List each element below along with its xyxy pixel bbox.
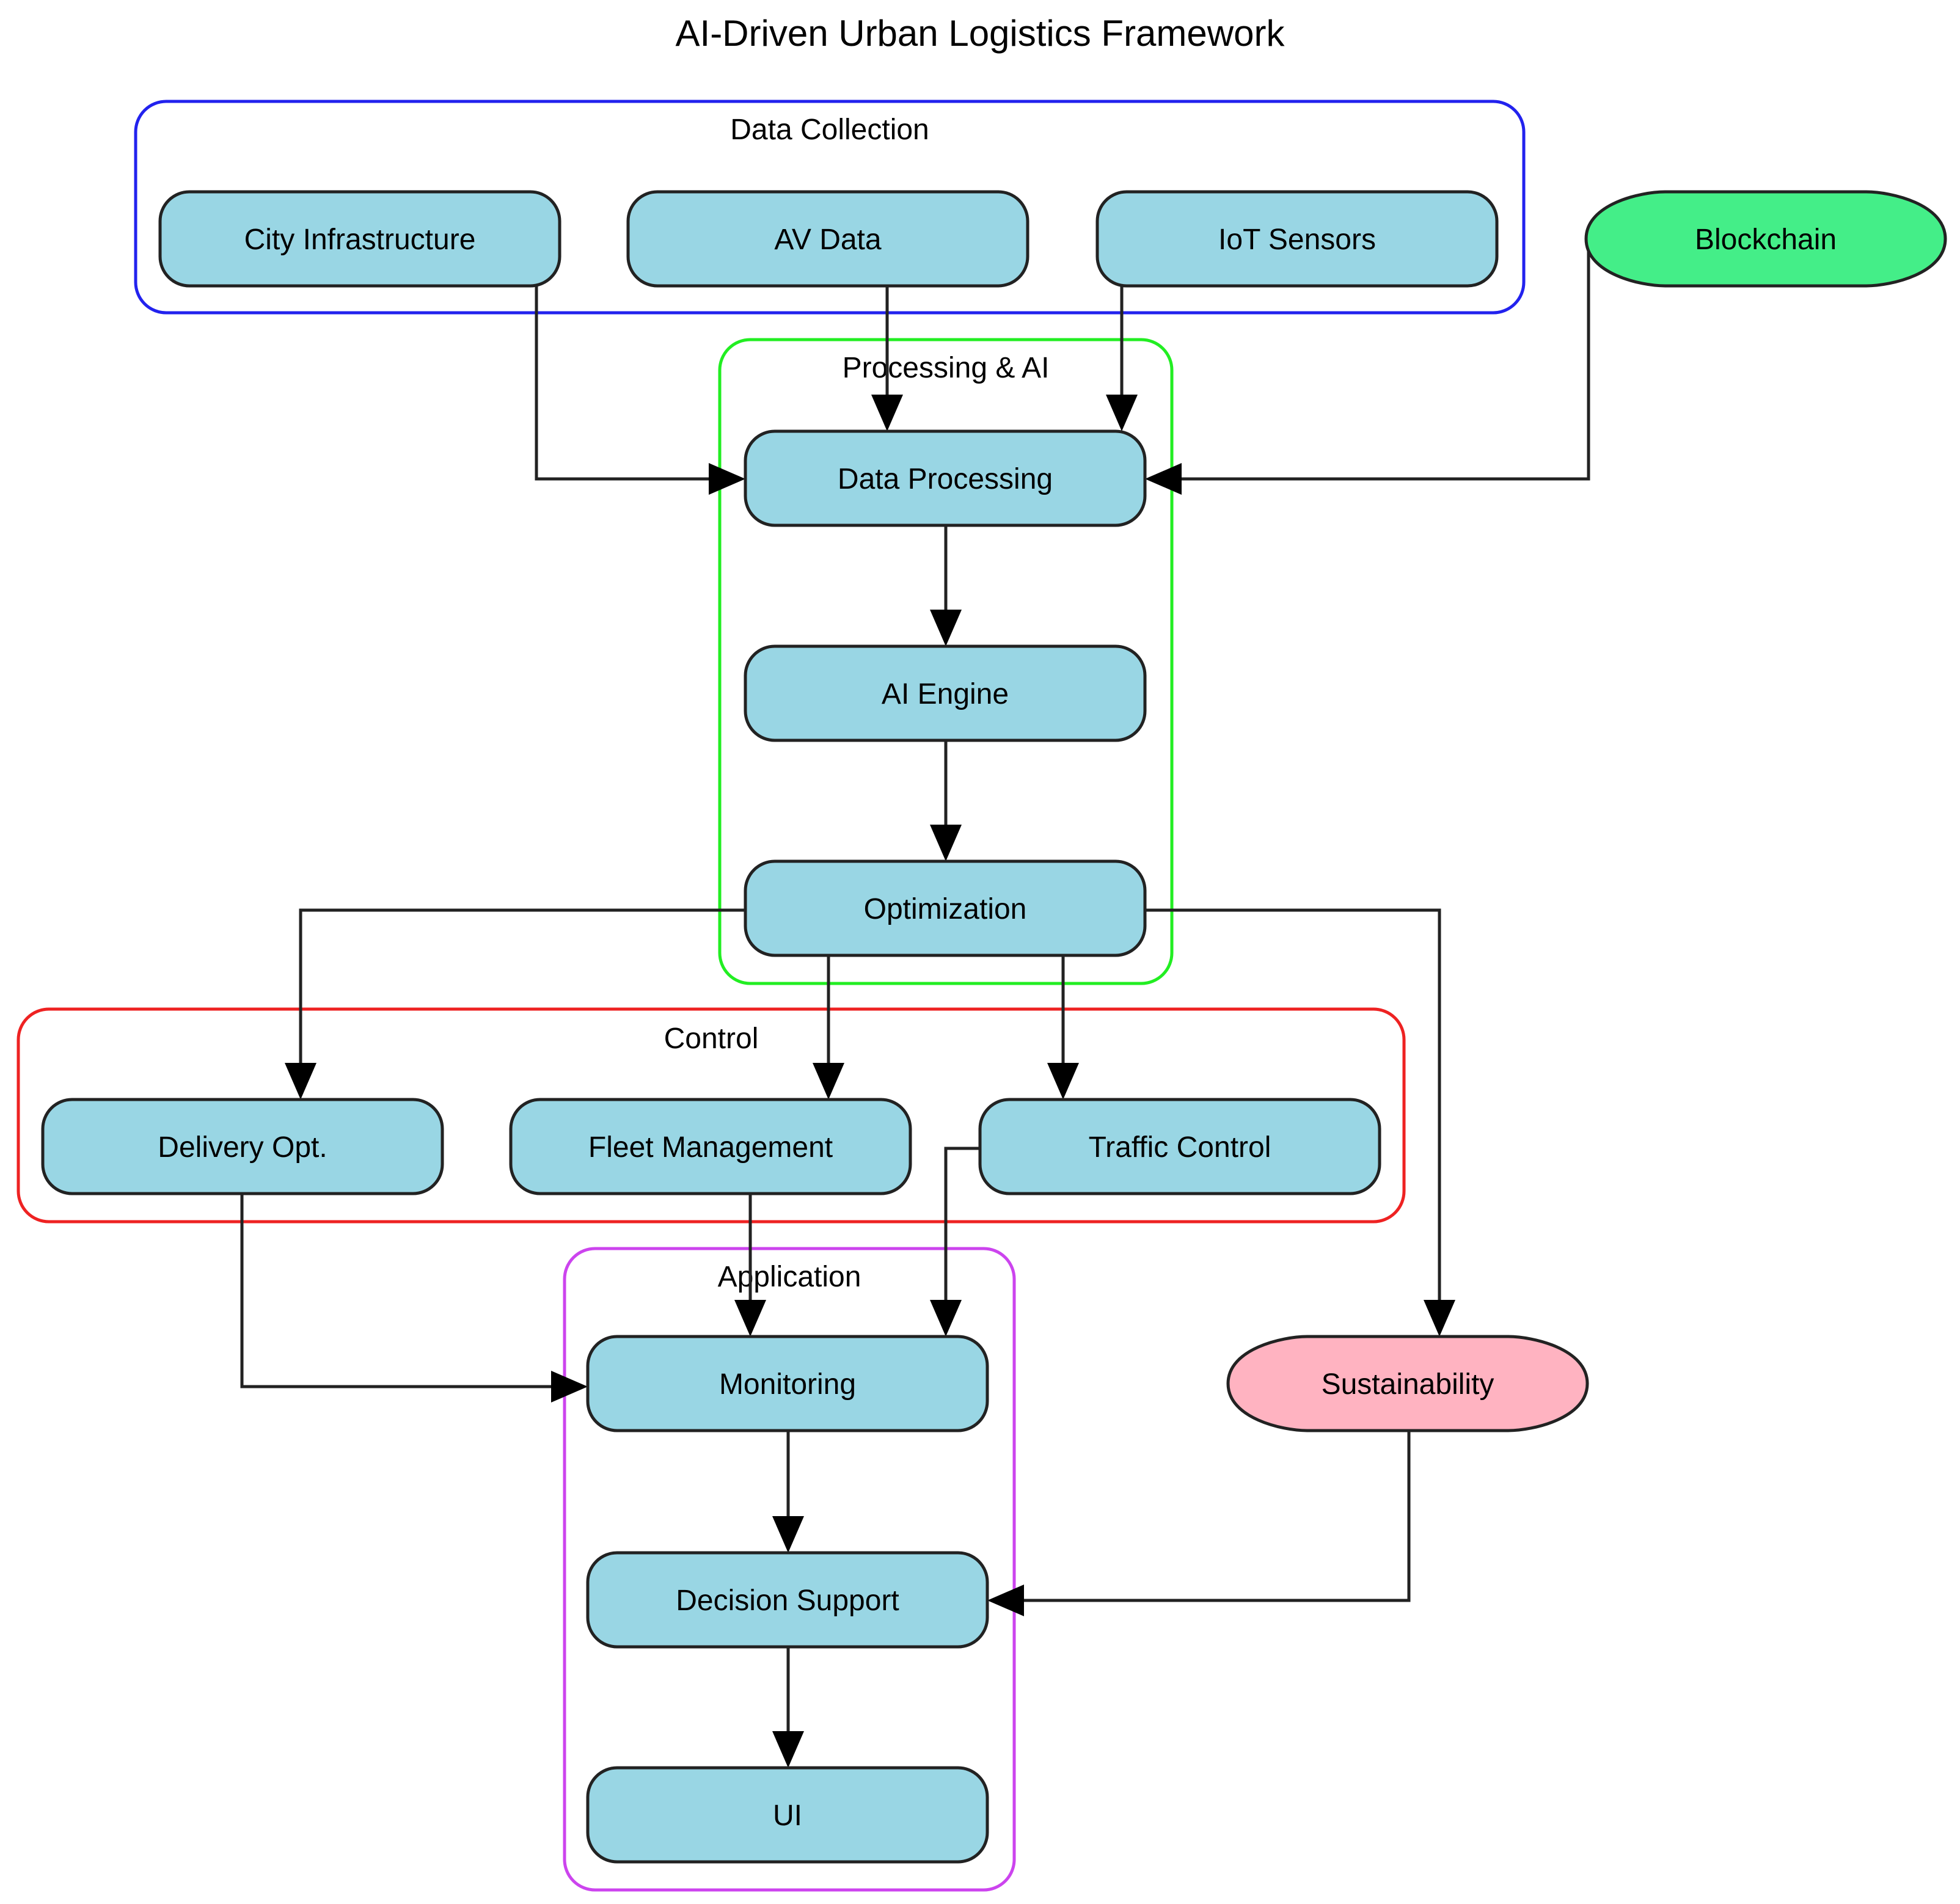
edge-optimization-to-fleet-management bbox=[813, 955, 844, 1100]
cluster-application: Application bbox=[563, 1247, 1016, 1892]
arrow-head bbox=[930, 610, 962, 646]
edge-fleet-management-to-monitoring bbox=[734, 1194, 766, 1337]
edge-line bbox=[535, 286, 709, 481]
arrow-head bbox=[709, 463, 745, 495]
arrow-head bbox=[813, 1063, 844, 1100]
node-shape bbox=[41, 1098, 444, 1195]
edge-blockchain-to-data-processing bbox=[1145, 250, 1590, 495]
arrow-head bbox=[734, 1300, 766, 1337]
node-ui: UI bbox=[586, 1766, 989, 1864]
node-city-infrastructure: City Infrastructure bbox=[158, 190, 561, 288]
edge-monitoring-to-decision-support bbox=[772, 1431, 804, 1553]
node-label: Monitoring bbox=[719, 1368, 856, 1401]
edge-line bbox=[1024, 1431, 1411, 1602]
arrow-head bbox=[1106, 395, 1138, 431]
node-shape bbox=[1584, 190, 1947, 288]
cluster-processing-ai: Processing & AI bbox=[718, 338, 1174, 985]
arrow-head bbox=[987, 1585, 1024, 1616]
node-label: City Infrastructure bbox=[244, 224, 476, 256]
node-shape bbox=[744, 429, 1147, 527]
arrow-head bbox=[772, 1731, 804, 1768]
arrow-head bbox=[285, 1063, 316, 1100]
edge-ai-engine-to-optimization bbox=[930, 740, 962, 861]
arrow-head bbox=[1424, 1300, 1455, 1337]
node-shape bbox=[586, 1766, 989, 1864]
edge-sustainability-to-decision-support bbox=[987, 1431, 1411, 1616]
node-label: Delivery Opt. bbox=[158, 1131, 327, 1164]
edge-optimization-to-delivery-opt bbox=[285, 908, 745, 1100]
edge-delivery-opt-to-monitoring bbox=[240, 1194, 588, 1402]
node-blockchain: Blockchain bbox=[1584, 190, 1947, 288]
cluster-border bbox=[134, 100, 1526, 315]
cluster-border bbox=[563, 1247, 1016, 1892]
edge-decision-support-to-ui bbox=[772, 1647, 804, 1768]
node-label: Optimization bbox=[864, 893, 1027, 925]
node-shape bbox=[744, 644, 1147, 742]
node-ai-engine: AI Engine bbox=[744, 644, 1147, 742]
arrow-head bbox=[1145, 463, 1182, 495]
node-shape bbox=[1226, 1335, 1589, 1432]
node-fleet-management: Fleet Management bbox=[509, 1098, 912, 1195]
edge-line bbox=[1145, 908, 1441, 1300]
node-shape bbox=[1095, 190, 1499, 288]
arrow-head bbox=[930, 825, 962, 861]
node-label: UI bbox=[773, 1800, 802, 1832]
node-label: Traffic Control bbox=[1089, 1131, 1271, 1164]
cluster-label: Control bbox=[664, 1023, 759, 1055]
arrow-head bbox=[551, 1371, 588, 1402]
edge-optimization-to-sustainability bbox=[1145, 908, 1455, 1337]
node-shape bbox=[586, 1551, 989, 1649]
node-monitoring: Monitoring bbox=[586, 1335, 989, 1432]
node-label: IoT Sensors bbox=[1218, 224, 1376, 256]
arrow-head bbox=[1047, 1063, 1079, 1100]
node-label: AV Data bbox=[774, 224, 882, 256]
cluster-border bbox=[718, 338, 1174, 985]
node-label: Blockchain bbox=[1695, 224, 1837, 256]
node-shape bbox=[158, 190, 561, 288]
arrow-head bbox=[871, 395, 903, 431]
edge-optimization-to-traffic-control bbox=[1047, 955, 1079, 1100]
node-shape bbox=[586, 1335, 989, 1432]
node-decision-support: Decision Support bbox=[586, 1551, 989, 1649]
cluster-data-collection: Data Collection bbox=[134, 100, 1526, 315]
node-shape bbox=[509, 1098, 912, 1195]
edge-city-infrastructure-to-data-processing bbox=[535, 286, 745, 495]
node-traffic-control: Traffic Control bbox=[978, 1098, 1381, 1195]
node-shape bbox=[744, 859, 1147, 957]
edge-line bbox=[944, 1147, 980, 1300]
edge-data-processing-to-ai-engine bbox=[930, 525, 962, 646]
node-data-processing: Data Processing bbox=[744, 429, 1147, 527]
edge-traffic-control-to-monitoring bbox=[930, 1147, 980, 1337]
edge-line bbox=[299, 908, 745, 1063]
node-sustainability: Sustainability bbox=[1226, 1335, 1589, 1432]
edge-line bbox=[240, 1194, 551, 1388]
edge-iot-sensors-to-data-processing bbox=[1106, 286, 1138, 431]
cluster-border bbox=[16, 1007, 1406, 1224]
node-shape bbox=[978, 1098, 1381, 1195]
arrow-head bbox=[772, 1516, 804, 1553]
edge-av-data-to-data-processing bbox=[871, 286, 903, 431]
diagram-title: AI-Driven Urban Logistics Framework bbox=[676, 13, 1285, 54]
node-label: Data Processing bbox=[838, 463, 1053, 495]
node-delivery-opt: Delivery Opt. bbox=[41, 1098, 444, 1195]
nodes-layer: City Infrastructure AV Data IoT Sensors Blo… bbox=[41, 190, 1947, 1864]
edges-layer bbox=[240, 250, 1590, 1768]
cluster-label: Data Collection bbox=[730, 114, 929, 146]
edge-line bbox=[1182, 250, 1590, 481]
node-label: Sustainability bbox=[1322, 1368, 1494, 1401]
node-av-data: AV Data bbox=[626, 190, 1029, 288]
arrow-head bbox=[930, 1300, 962, 1337]
cluster-label: Processing & AI bbox=[843, 352, 1050, 384]
node-optimization: Optimization bbox=[744, 859, 1147, 957]
cluster-label: Application bbox=[718, 1261, 861, 1293]
node-label: Fleet Management bbox=[588, 1131, 833, 1164]
node-iot-sensors: IoT Sensors bbox=[1095, 190, 1499, 288]
node-label: AI Engine bbox=[882, 678, 1009, 710]
cluster-control: Control bbox=[16, 1007, 1406, 1224]
node-label: Decision Support bbox=[676, 1585, 899, 1617]
node-shape bbox=[626, 190, 1029, 288]
